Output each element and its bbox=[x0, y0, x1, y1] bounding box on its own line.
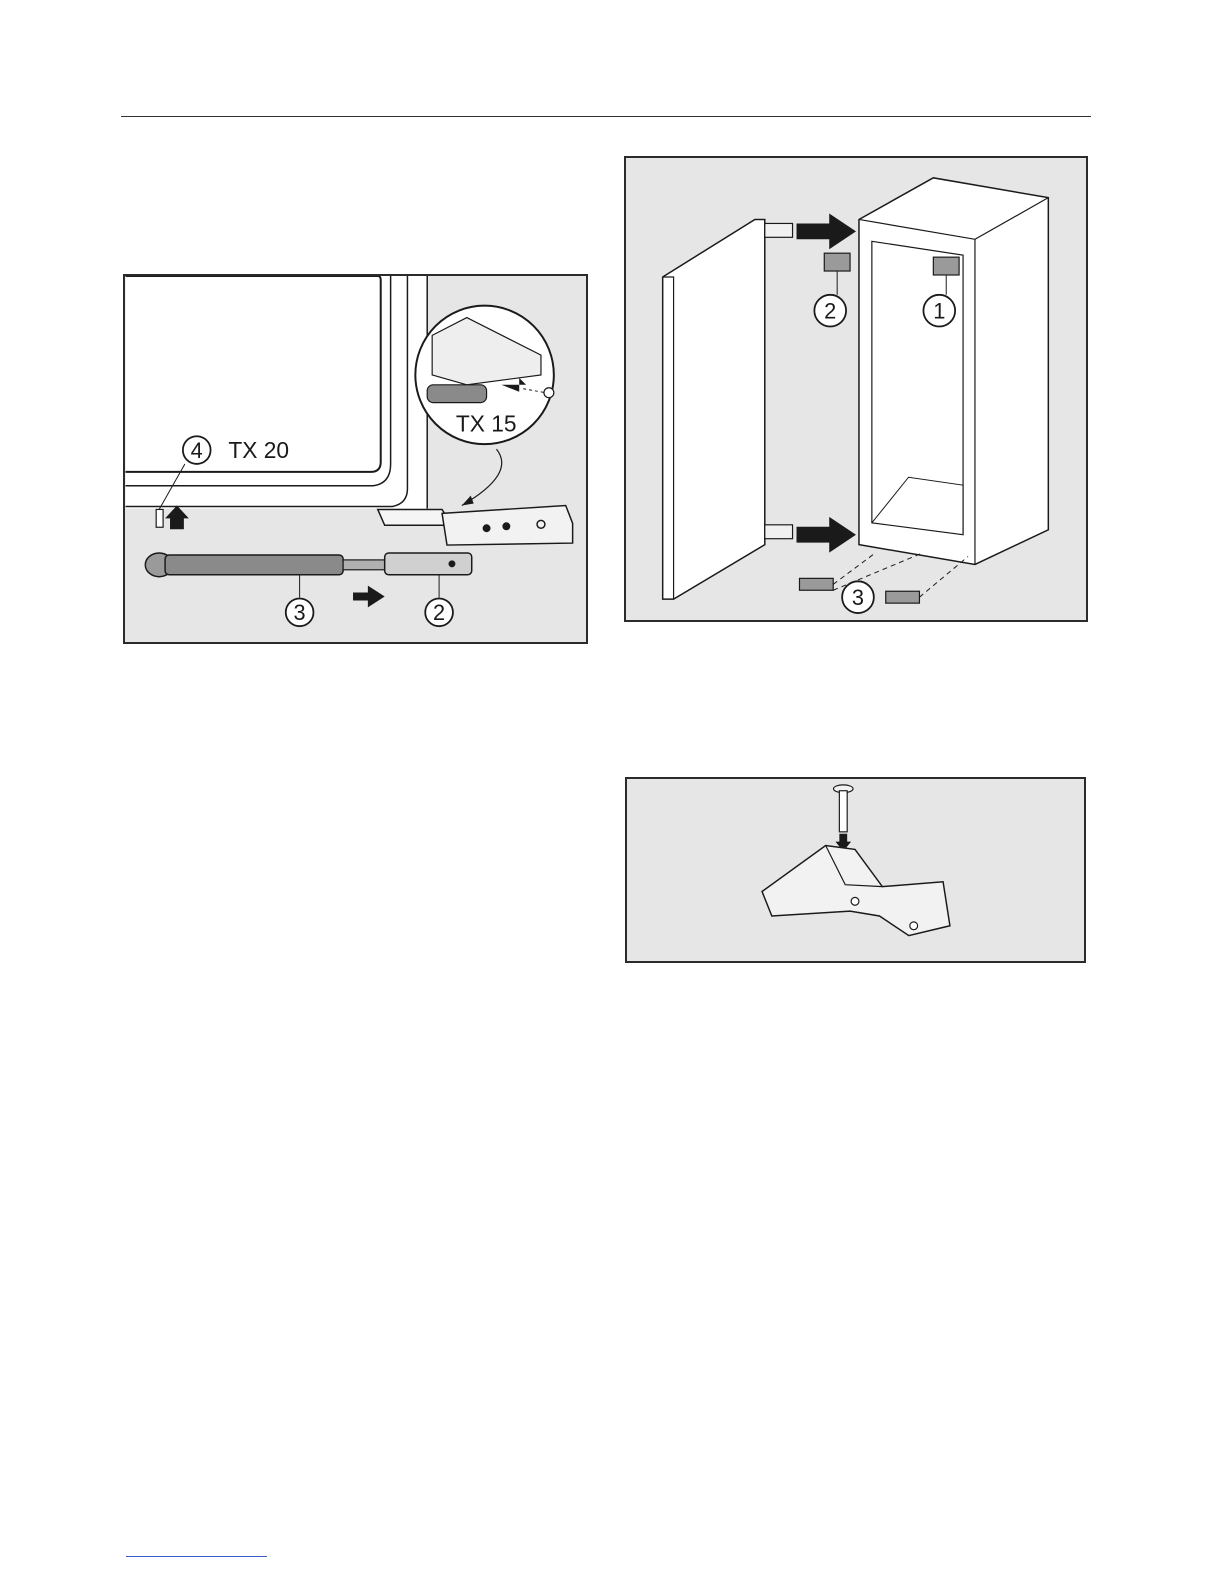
callout-2-label: 2 bbox=[824, 299, 836, 324]
spacer-block-1 bbox=[933, 257, 959, 275]
figure-gas-strut-removal: TX 15 4 TX 20 3 2 bbox=[123, 274, 588, 644]
base-block-right bbox=[886, 591, 920, 603]
door-hinge-top bbox=[765, 223, 793, 237]
callout-4-label: 4 bbox=[191, 438, 203, 463]
door-panel bbox=[126, 276, 428, 508]
connector-hole-icon bbox=[448, 560, 455, 567]
screw-4-icon bbox=[156, 509, 163, 527]
callout-1-label: 1 bbox=[933, 299, 945, 324]
spacer-block-2 bbox=[824, 253, 850, 271]
figure-door-cabinet-assembly: 2 1 3 bbox=[624, 156, 1088, 622]
strut-connector bbox=[385, 553, 472, 575]
right-arrow-icon bbox=[797, 214, 856, 250]
footer-link-underline[interactable] bbox=[126, 1556, 267, 1557]
hinge-hole-icon bbox=[483, 524, 491, 532]
hinge-pivot-icon bbox=[910, 922, 918, 930]
right-arrow-icon bbox=[353, 586, 385, 608]
detail-strut bbox=[427, 385, 486, 403]
header-rule bbox=[121, 116, 1091, 117]
figure-hinge-screw bbox=[625, 777, 1086, 963]
callout-2-label: 2 bbox=[433, 600, 445, 625]
screw-shaft bbox=[839, 791, 847, 832]
callout-3-label: 3 bbox=[294, 600, 306, 625]
pointer-arrowhead-icon bbox=[462, 496, 474, 506]
door-cabinet-illustration: 2 1 3 bbox=[626, 158, 1086, 620]
screw-icon bbox=[544, 388, 554, 398]
hinge-screw-illustration bbox=[627, 779, 1084, 961]
hinge-pivot-icon bbox=[851, 897, 859, 905]
hinge-hole-icon bbox=[502, 522, 510, 530]
detail-pointer bbox=[462, 449, 502, 505]
callout-3-label: 3 bbox=[852, 585, 864, 610]
gas-strut-cylinder bbox=[165, 555, 343, 575]
door-hinge-bottom bbox=[765, 525, 793, 539]
hinge-body bbox=[762, 846, 950, 936]
base-block-left bbox=[799, 578, 833, 590]
tool-label-tx20: TX 20 bbox=[228, 437, 289, 463]
tool-label-tx15: TX 15 bbox=[456, 410, 517, 436]
gas-strut-illustration: TX 15 4 TX 20 3 2 bbox=[125, 276, 586, 642]
door-panel bbox=[663, 219, 765, 599]
hinge-base bbox=[378, 509, 452, 525]
up-arrow-icon bbox=[165, 505, 189, 529]
right-arrow-icon bbox=[797, 517, 856, 553]
